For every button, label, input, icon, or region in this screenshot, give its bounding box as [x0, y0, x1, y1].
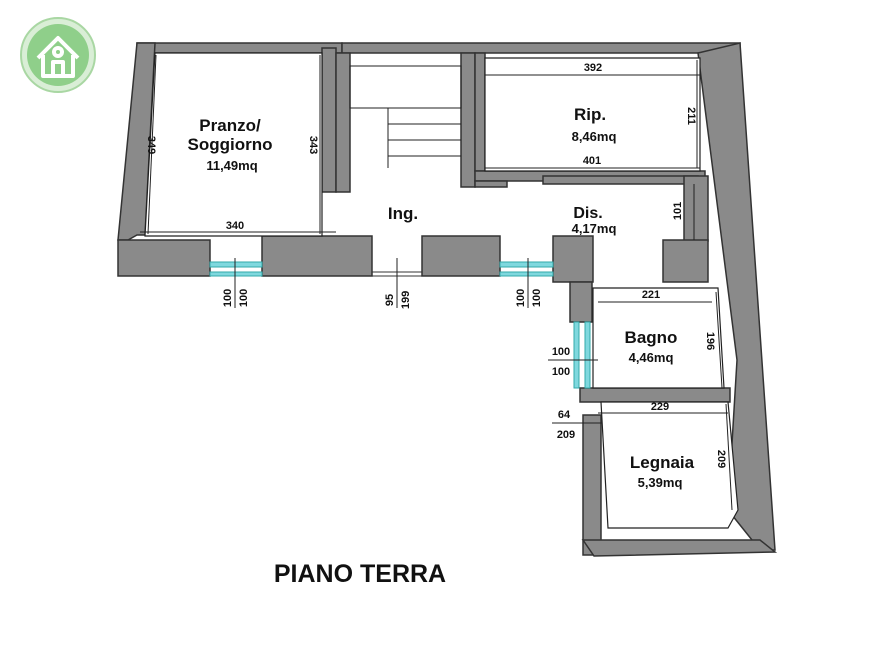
house-icon — [36, 36, 80, 78]
room-bagno — [592, 287, 725, 389]
door2-dim-a: 64 — [558, 409, 571, 421]
rip-label: Rip. — [574, 105, 606, 124]
room-pranzo — [144, 52, 323, 237]
windows — [209, 261, 591, 389]
dim-legnaia-right: 209 — [715, 450, 727, 468]
dis-area: 4,17mq — [572, 221, 617, 236]
door2-dim-b: 209 — [557, 429, 575, 441]
dim-dis-right: 101 — [672, 202, 684, 220]
legnaia-area: 5,39mq — [638, 475, 683, 490]
logo — [20, 17, 96, 93]
pranzo-area: 11,49mq — [206, 158, 257, 173]
dim-bagno-top: 221 — [642, 289, 660, 301]
dis-label: Dis. — [573, 205, 602, 222]
legnaia-label: Legnaia — [630, 453, 695, 472]
dim-rip-bottom: 401 — [583, 155, 601, 167]
dim-rip-right: 211 — [685, 107, 697, 125]
dimension-lines — [140, 54, 733, 511]
dim-pranzo-left: 349 — [145, 136, 157, 154]
pranzo-label-1: Pranzo/ — [199, 116, 261, 135]
dim-rip-top: 392 — [584, 62, 602, 74]
window1-dim-a: 100 — [222, 289, 234, 307]
room-rip — [484, 57, 701, 172]
dim-bagno-right: 196 — [704, 332, 716, 350]
bagno-area: 4,46mq — [629, 350, 674, 365]
bagno-label: Bagno — [625, 328, 678, 347]
dim-legnaia-top: 229 — [651, 401, 669, 413]
window3-dim-b: 100 — [552, 366, 570, 378]
ing-label: Ing. — [388, 204, 418, 223]
window3-dim-a: 100 — [552, 346, 570, 358]
window2-dim-a: 100 — [515, 289, 527, 307]
dim-pranzo-right: 343 — [307, 136, 319, 154]
window1-dim-b: 100 — [238, 289, 250, 307]
dim-pranzo-bottom: 340 — [226, 220, 244, 232]
stairs — [349, 65, 462, 168]
walls — [117, 42, 778, 557]
floor-title: PIANO TERRA — [274, 560, 446, 588]
door-dim-a: 95 — [384, 294, 396, 306]
room-legnaia — [600, 401, 739, 529]
window2-dim-b: 100 — [531, 289, 543, 307]
rip-area: 8,46mq — [572, 129, 617, 144]
room-floors — [144, 52, 739, 529]
pranzo-label-2: Soggiorno — [188, 135, 273, 154]
door-dim-b: 199 — [400, 291, 412, 309]
